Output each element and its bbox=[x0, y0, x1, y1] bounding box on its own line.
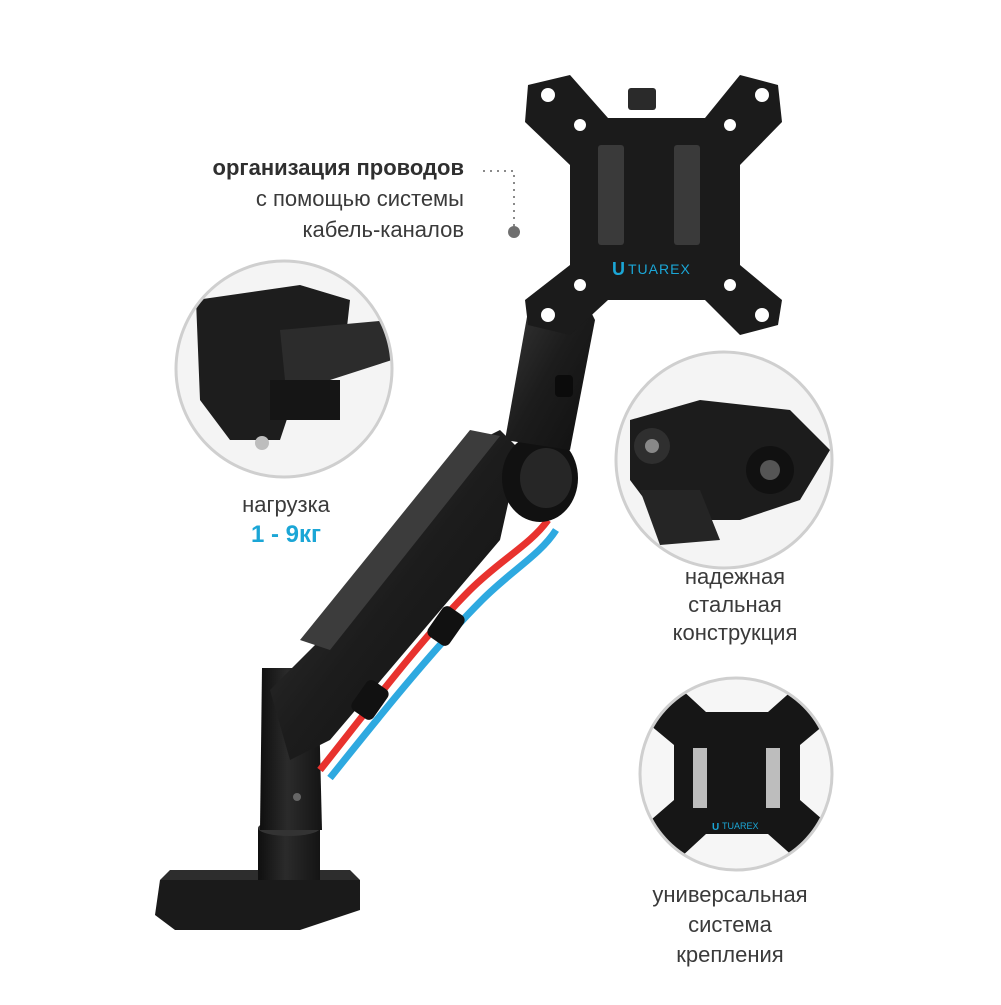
caption-cable-management: организация проводов с помощью системы к… bbox=[128, 152, 464, 245]
inset-swivel-detail bbox=[614, 350, 834, 570]
caption-steel-line3: конструкция bbox=[672, 620, 798, 645]
inset-vesa-detail bbox=[638, 676, 834, 872]
caption-vesa-line1: универсальная bbox=[652, 882, 808, 907]
caption-load: нагрузка 1 - 9кг bbox=[196, 490, 376, 550]
vesa-plate-main bbox=[525, 75, 782, 335]
brand-logo-letter: U bbox=[612, 259, 625, 279]
caption-steel-line1: надежная bbox=[684, 564, 786, 589]
caption-universal-mount: универсальная система крепления bbox=[610, 880, 850, 970]
caption-cable-title: организация проводов bbox=[212, 155, 464, 180]
brand-logo-letter-small: U bbox=[712, 822, 719, 833]
inset-hinge-detail bbox=[174, 259, 394, 479]
brand-logo-name-small: TUAREX bbox=[722, 821, 759, 831]
leader-line bbox=[483, 170, 520, 238]
gas-spring-arm bbox=[270, 430, 578, 781]
brand-logo-name: TUAREX bbox=[628, 261, 691, 277]
caption-cable-line1: с помощью системы bbox=[255, 186, 464, 211]
caption-load-value: 1 - 9кг bbox=[250, 521, 322, 548]
caption-steel-construction: надежная стальная конструкция bbox=[620, 563, 850, 647]
desk-clamp-base bbox=[155, 820, 360, 930]
caption-vesa-line2: система bbox=[688, 912, 772, 937]
caption-cable-line2: кабель-каналов bbox=[302, 217, 464, 242]
caption-steel-line2: стальная bbox=[688, 592, 782, 617]
caption-load-label: нагрузка bbox=[242, 492, 330, 517]
caption-vesa-line3: крепления bbox=[676, 942, 784, 967]
